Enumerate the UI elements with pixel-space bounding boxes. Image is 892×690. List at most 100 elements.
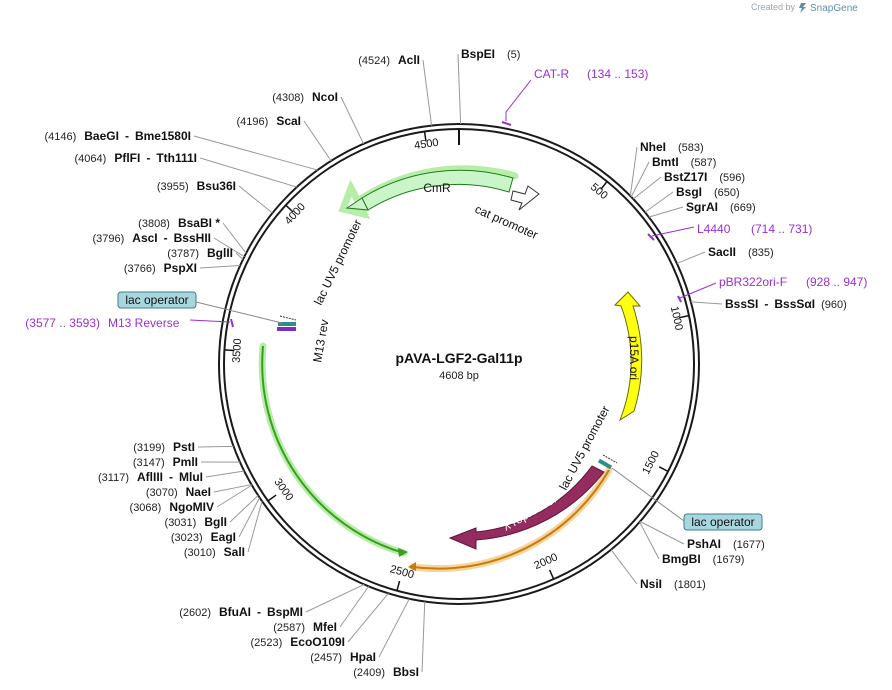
site-name: BsaBI *: [178, 216, 220, 230]
primer-cat-r-name: CAT-R: [534, 67, 569, 81]
site-naei[interactable]: NaeI(3070): [146, 484, 252, 499]
site-bbsi[interactable]: BbsI(2409): [353, 601, 426, 679]
primer-m13-reverse[interactable]: (3577 .. 3593) M13 Reverse: [25, 316, 234, 330]
site-name: PflFI: [114, 151, 140, 165]
tick-mark: [679, 314, 690, 319]
site-name: Bsu36I: [197, 179, 236, 193]
site-bsgi[interactable]: BsgI(650): [644, 185, 740, 213]
site-eagi[interactable]: EagI(3023): [171, 497, 261, 544]
cmr-feature[interactable]: CmR: [338, 165, 519, 220]
site-pflfi[interactable]: Tth111I-PflFI(4064): [75, 151, 298, 188]
site-pos: (960): [821, 299, 847, 311]
site-leader: [216, 484, 253, 508]
primer-l4440[interactable]: L4440 (714 .. 731): [647, 222, 812, 241]
lac-operator-right-box: [597, 458, 613, 470]
site-name: MfeI: [313, 620, 337, 634]
site-sali[interactable]: SalI(3010): [184, 500, 263, 559]
site-afliii[interactable]: MluI-AflIII(3117): [98, 470, 245, 484]
site-name: SacII: [708, 245, 736, 259]
primer-pbr322-mark: [677, 295, 682, 303]
site-pos: (4146): [44, 131, 76, 143]
site-bfuai[interactable]: BspMI-BfuAI(2602): [179, 584, 365, 619]
tick-mark: [224, 349, 235, 352]
primer-l4440-mark: [647, 233, 655, 241]
site-pspxi[interactable]: PspXI(3766): [124, 261, 241, 275]
lac-uv5-left-marker[interactable]: [277, 315, 297, 331]
site-name: SgrAI: [686, 200, 718, 214]
site-bsabi[interactable]: BsaBI *(3808): [138, 216, 247, 254]
site-name: BfuAI: [219, 605, 251, 619]
lac-operator-left-tag-box: [117, 291, 197, 309]
lac-operator-left-tag[interactable]: lac operator: [117, 291, 283, 324]
site-name-2: Bme1580I: [135, 129, 191, 143]
site-nhei[interactable]: NheI(583): [629, 140, 704, 196]
site-leader: [247, 500, 263, 553]
site-name: AscI: [132, 231, 157, 245]
primer-cat-r[interactable]: CAT-R (134 .. 153): [501, 67, 648, 126]
site-acli[interactable]: AclI(4524): [358, 53, 433, 126]
tick-label: 500: [588, 181, 610, 202]
site-bstz17i[interactable]: BstZ17I(596): [632, 170, 745, 200]
site-sgrai[interactable]: SgrAI(669): [648, 200, 756, 218]
site-name: BglII: [207, 246, 233, 260]
site-name: BmgBI: [662, 552, 701, 566]
site-pos: (650): [714, 187, 740, 199]
m13-rev-label: M13 rev: [310, 318, 331, 363]
site-pshai[interactable]: PshAI(1677): [639, 521, 765, 551]
site-bspei[interactable]: BspEI(5): [457, 47, 520, 125]
m13-rev-left-box: [277, 327, 296, 331]
site-bmti[interactable]: BmtI(587): [630, 155, 716, 198]
site-scai[interactable]: ScaI(4196): [237, 114, 332, 162]
site-pos: (2409): [353, 667, 385, 679]
site-sep: -: [169, 470, 173, 484]
site-leader: [347, 593, 389, 643]
site-mfei[interactable]: MfeI(2587): [273, 586, 370, 634]
site-hpai[interactable]: HpaI(2457): [310, 598, 410, 664]
backbone-outer-ring: [218, 123, 700, 605]
lac-uv5-right-marker[interactable]: [597, 454, 618, 470]
tick-label: 2000: [532, 551, 559, 572]
tick-label: 1500: [640, 449, 662, 476]
site-sacii[interactable]: SacII(835): [676, 245, 774, 264]
lac-operator-left-box: [278, 322, 296, 326]
site-pos: (3117): [98, 472, 129, 484]
site-ncoi[interactable]: NcoI(4308): [272, 90, 364, 145]
cat-promoter-feature[interactable]: cat promoter: [473, 185, 540, 242]
site-leader: [199, 265, 241, 269]
tick-label: 3500: [231, 338, 244, 363]
site-bgli[interactable]: BglI(3031): [165, 495, 259, 529]
lac-operator-right-tag[interactable]: lac operator: [611, 467, 763, 531]
site-nsii[interactable]: NsiI(1801): [610, 549, 706, 591]
site-pos: (3766): [124, 263, 156, 275]
site-leader: [222, 222, 247, 254]
site-pos: (1679): [713, 554, 745, 566]
site-name: NcoI: [312, 90, 338, 104]
site-bglii[interactable]: BglII(3787): [167, 246, 244, 260]
restriction-sites: BspEI(5) AclI(4524)NcoI(4308)ScaI(4196) Bm…: [44, 47, 846, 679]
site-ngomiv[interactable]: NgoMIV(3068): [130, 484, 253, 514]
primer-cat-r-range: (134 .. 153): [587, 67, 648, 81]
cmr-label: CmR: [423, 181, 451, 195]
site-leader: [213, 484, 252, 493]
site-psti[interactable]: PstI(3199): [133, 440, 234, 454]
site-bmgbi[interactable]: BmgBI (1679): [639, 521, 745, 566]
site-name: PstI: [173, 440, 195, 454]
site-pos: (2457): [310, 652, 342, 664]
site-name: AclI: [398, 53, 420, 67]
site-leader: [238, 185, 273, 214]
lac-operator-left-leader: [195, 301, 283, 324]
site-leader: [629, 146, 638, 196]
site-pmli[interactable]: PmlI(3147): [133, 455, 240, 469]
p15a-ori-body: [613, 291, 643, 422]
site-baegi[interactable]: Bme1580I-BaeGI(4146): [44, 129, 318, 171]
site-sep: -: [146, 151, 150, 165]
site-asci[interactable]: BssHII-AscI(3796): [92, 231, 245, 258]
orange-arc-head: [408, 562, 416, 571]
primer-pbr322ori-f[interactable]: pBR322ori-F (928 .. 947): [677, 275, 867, 303]
p15a-ori-feature[interactable]: p15A ori: [613, 291, 643, 422]
site-bsssi[interactable]: BssSI-BssSαI(960): [690, 297, 847, 311]
site-ecoo109i[interactable]: EcoO109I(2523): [251, 593, 389, 649]
site-pos: (596): [719, 172, 745, 184]
site-bsu36i[interactable]: Bsu36I(3955): [157, 179, 273, 214]
site-name: NheI: [640, 140, 666, 154]
